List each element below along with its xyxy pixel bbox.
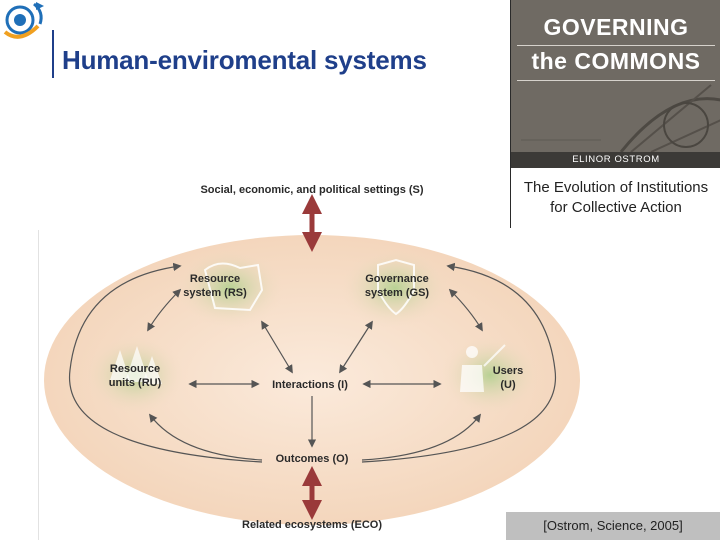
users-node: Users (U) xyxy=(440,335,540,415)
divider-line xyxy=(38,230,39,540)
book-cover-top: GOVERNING the COMMONS xyxy=(511,0,720,152)
interaction-arrows xyxy=(147,288,483,461)
arrow-outer-left xyxy=(68,262,263,463)
title-accent-bar xyxy=(52,30,54,78)
arrow-rs-interactions xyxy=(261,320,293,374)
users-label-2: (U) xyxy=(500,379,516,391)
resource-units-node: Resource units (RU) xyxy=(85,335,185,415)
book-rule xyxy=(517,80,715,81)
book-author: ELINOR OSTROM xyxy=(511,152,720,168)
arrow-gs-interactions xyxy=(339,320,373,374)
resource-system-label-1: Resource xyxy=(190,273,240,285)
book-cover-illustration xyxy=(521,84,720,152)
book-subtitle-line1: The Evolution of Institutions xyxy=(523,179,709,196)
interactions-label: Interactions (I) xyxy=(272,379,348,391)
arrow-gs-users xyxy=(448,288,483,332)
book-rule xyxy=(517,45,715,46)
outcomes-label: Outcomes (O) xyxy=(276,453,349,465)
citation: [Ostrom, Science, 2005] xyxy=(506,512,720,540)
book-title-line1: GOVERNING xyxy=(543,14,689,40)
arrow-outer-right xyxy=(361,262,557,463)
resource-units-label-1: Resource xyxy=(110,363,160,375)
resource-system-label-2: system (RS) xyxy=(183,287,247,299)
resource-units-label-2: units (RU) xyxy=(109,377,162,389)
governance-system-label-2: system (GS) xyxy=(365,287,430,299)
governance-system-label-1: Governance xyxy=(365,273,429,285)
book-subtitle: The Evolution of Institutions for Collec… xyxy=(511,178,720,218)
eco-label: Related ecosystems (ECO) xyxy=(242,519,382,531)
book-cover: GOVERNING the COMMONS ELINOR OSTROM The … xyxy=(510,0,720,228)
ses-framework-diagram: Social, economic, and political settings… xyxy=(44,184,580,531)
arrow-outcomes-users xyxy=(361,413,482,461)
book-subtitle-line2: for Collective Action xyxy=(550,199,682,216)
slide-title: Human-enviromental systems xyxy=(62,45,427,75)
book-title-line2: the COMMONS xyxy=(531,48,701,74)
users-label-1: Users xyxy=(493,365,524,377)
feedback-loop-arrows xyxy=(68,262,557,463)
governance-system-node: Governance system (GS) xyxy=(340,248,450,328)
institution-logo xyxy=(3,2,44,39)
arrow-outcomes-ru xyxy=(148,413,263,461)
resource-system-node: Resource system (RS) xyxy=(175,248,285,328)
settings-label: Social, economic, and political settings… xyxy=(200,184,423,196)
arrow-rs-ru xyxy=(147,288,182,332)
